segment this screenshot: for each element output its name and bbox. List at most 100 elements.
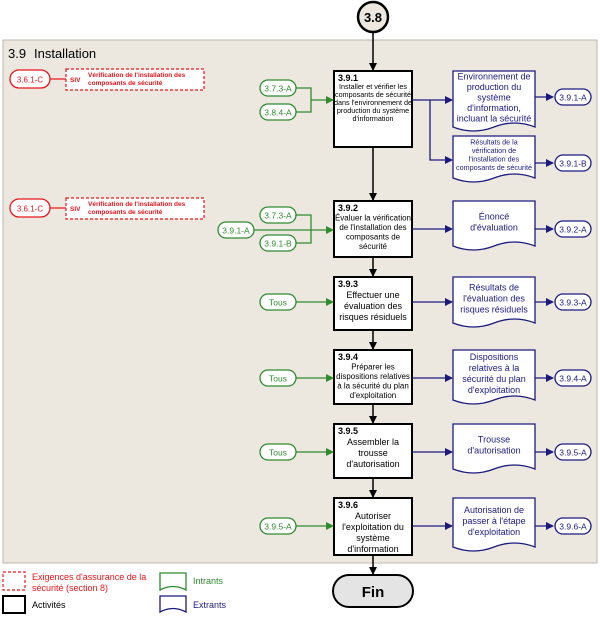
activity-id: 3.9.3: [338, 279, 358, 289]
input-label: Tous: [269, 448, 287, 458]
siv-requirement-line1: Vérification de l'installation des: [88, 72, 186, 79]
activity-text-line: dispositions relatives: [336, 372, 410, 381]
siv-requirement-line1: Vérification de l'installation des: [88, 201, 186, 208]
activity-text-line: dans l'environnement de: [334, 98, 412, 107]
input-label: Tous: [269, 298, 287, 308]
output-ref-label: 3.9.4-A: [559, 374, 587, 384]
input-flag: Tous: [259, 293, 297, 311]
output-text-line: relatives à la: [469, 363, 520, 373]
output-connector: [554, 443, 592, 461]
output-ref-label: 3.9.5-A: [559, 448, 587, 458]
input-flag: 3.8.4-A: [259, 103, 297, 121]
legend: Exigences d'assurance de la sécurité (se…: [2, 571, 227, 614]
output-text-line: Autorisation de: [464, 505, 524, 515]
output-document-shape: [452, 200, 536, 251]
legend-activities-label: Activités: [32, 600, 66, 610]
input-label: 3.9.1-A: [222, 226, 250, 236]
output-ref-label: 3.9.1-B: [559, 159, 587, 169]
output-text-line: Trousse: [478, 435, 510, 445]
output-document-shape: [452, 497, 536, 552]
activity-text-line: l'exploitation du: [342, 522, 404, 532]
activity-text-line: à la sécurité du plan: [337, 382, 409, 391]
activity-text-line: Installer et vérifier les: [339, 82, 407, 91]
end-terminator-label: Fin: [362, 584, 385, 601]
output-text-line: Environnement de: [457, 71, 530, 81]
activity-text-line: d'information: [347, 544, 398, 554]
activity-text-line: composants de sécurité: [335, 90, 411, 99]
input-flag: 3.9.5-A: [259, 517, 297, 535]
activity-id: 3.9.5: [338, 426, 358, 436]
activity-text-line: Préparer les: [351, 363, 395, 372]
legend-activities-swatch: [2, 595, 26, 614]
activity-text-line: d'autorisation: [346, 459, 399, 469]
legend-inputs-label: Intrants: [193, 576, 224, 586]
output-ref-label: 3.9.3-A: [559, 298, 587, 308]
legend-outputs-label: Extrants: [193, 600, 227, 610]
output-document-shape: [452, 70, 536, 132]
output-text-line: l'évaluation des: [463, 294, 525, 304]
output-text-line: système: [477, 92, 511, 102]
input-flag: Tous: [259, 369, 297, 387]
activity-text-line: composants de: [346, 233, 401, 242]
activity-text-line: d'information: [353, 114, 394, 123]
input-label: Tous: [269, 374, 287, 384]
output-connector: [554, 369, 592, 387]
legend-assurance-swatch: [2, 571, 26, 591]
activity-box: [333, 70, 413, 148]
output-document-shape: [452, 349, 536, 405]
activity-id: 3.9.6: [338, 500, 358, 510]
output-text-line: Énoncé: [479, 212, 510, 222]
output-text-line: Résultats de: [469, 283, 519, 293]
output-text-line: vérification de: [472, 146, 516, 155]
output-text-line: d'information,: [467, 103, 521, 113]
end-terminator: [332, 574, 414, 608]
output-ref-label: 3.9.1-A: [559, 93, 587, 103]
activity-box: [333, 423, 413, 479]
legend-assurance-line1: Exigences d'assurance de la: [32, 572, 146, 582]
activity-text-line: évaluation des: [344, 301, 403, 311]
input-label: 3.9.5-A: [264, 522, 292, 532]
output-connector: [554, 517, 592, 535]
input-flag: 3.7.3-A: [259, 79, 297, 97]
output-text-line: Dispositions: [470, 352, 519, 362]
activity-text-line: Autoriser: [355, 511, 391, 521]
output-text-line: production du: [467, 82, 522, 92]
siv-requirement-line2: composants de sécurité: [88, 80, 163, 87]
siv-requirement-box: [65, 197, 205, 220]
output-document-shape: [452, 276, 536, 328]
output-ref-label: 3.9.6-A: [559, 522, 587, 532]
section-title: Installation: [34, 46, 96, 61]
activity-id: 3.9.1: [338, 73, 358, 83]
input-label: 3.7.3-A: [264, 211, 292, 221]
activity-id: 3.9.2: [338, 203, 358, 213]
siv-ref-label: 3.6.1-C: [17, 76, 43, 85]
input-label: 3.7.3-A: [264, 84, 292, 94]
legend-outputs-swatch: [159, 595, 187, 614]
output-text-line: d'exploitation: [468, 527, 520, 537]
activity-text-line: système: [356, 533, 390, 543]
output-ref-label: 3.9.2-A: [559, 225, 587, 235]
output-connector: [554, 154, 592, 172]
output-text-line: passer à l'étape: [462, 516, 525, 526]
input-label: 3.9.1-B: [264, 239, 292, 249]
activity-text-line: d'exploitation: [350, 391, 396, 400]
input-flag: 3.9.1-B: [259, 234, 297, 252]
siv-requirement-box: [65, 68, 205, 91]
section-number: 3.9: [8, 46, 26, 61]
legend-assurance-line2: sécurité (section 8): [32, 583, 108, 593]
output-connector: [554, 293, 592, 311]
activity-box: [333, 349, 413, 405]
activity-box: [333, 200, 413, 258]
